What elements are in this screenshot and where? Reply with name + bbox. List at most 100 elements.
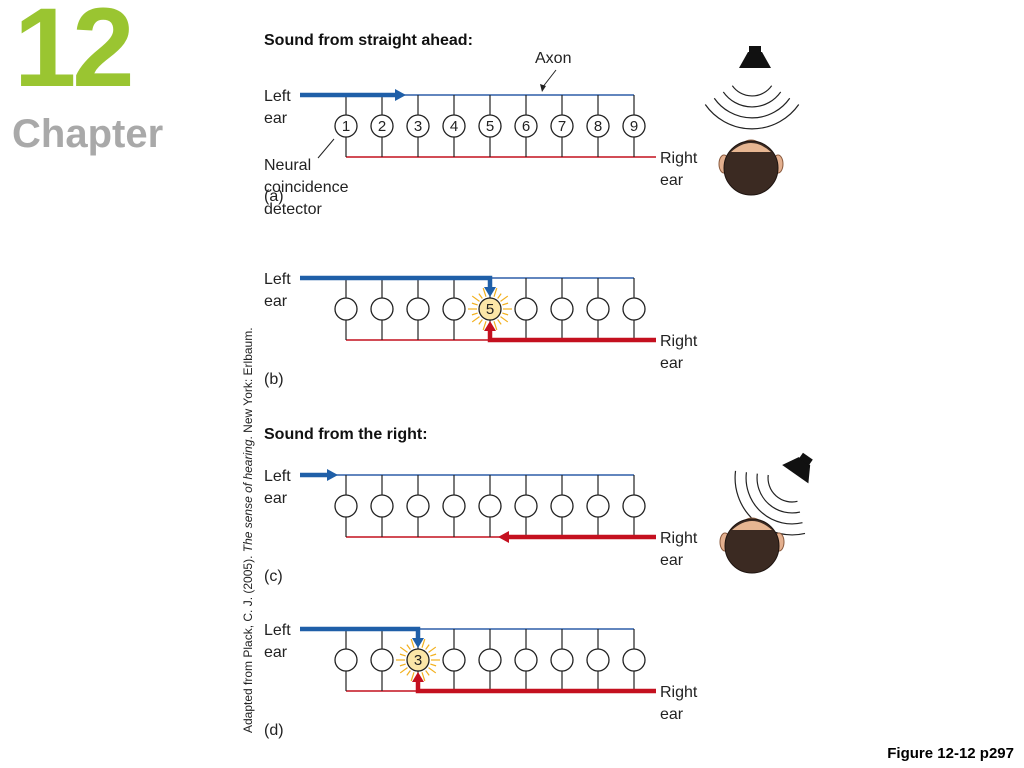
detector-cell: [622, 494, 646, 518]
coincidence-detector-2: 2: [370, 95, 394, 157]
coincidence-detector-2: [370, 278, 394, 340]
right-ear-label-2: ear: [660, 355, 684, 372]
burst-ray: [421, 672, 426, 682]
forehead-illustration: [732, 521, 772, 530]
sound-wave-arc: [731, 85, 773, 97]
speaker-icon: [782, 452, 813, 484]
left-ear-signal: [300, 469, 338, 481]
burst-ray: [502, 302, 509, 306]
burst-ray: [425, 644, 430, 650]
detector-number: 2: [378, 118, 386, 135]
panel-tag: (a): [264, 188, 284, 205]
detector-cell: [370, 648, 394, 672]
detector-number: 5: [486, 301, 494, 318]
right-ear-label: Right: [660, 530, 698, 547]
burst-ray: [493, 287, 498, 297]
listener-head: [718, 139, 784, 196]
detector-number: 9: [630, 118, 638, 135]
left-ear-signal: [300, 275, 496, 297]
right-ear-signal-shaft: [415, 680, 656, 694]
coincidence-detector-5: 5: [478, 95, 502, 157]
burst-ray: [471, 316, 480, 323]
detector-cell: [622, 297, 646, 321]
hair-illustration: [723, 140, 779, 196]
burst-ray: [428, 667, 437, 674]
detector-label-line-2: coincidence: [264, 179, 349, 196]
speaker-ahead: [704, 46, 800, 196]
burst-ray: [493, 321, 498, 331]
sound-wave-arc: [722, 91, 782, 108]
detector-number: 6: [522, 118, 530, 135]
detector-cell: [442, 648, 466, 672]
detector-cell: [586, 648, 610, 672]
hair-illustration: [724, 518, 780, 574]
left-ear-label-2: ear: [264, 293, 288, 310]
burst-ray: [482, 287, 487, 297]
coincidence-detector-9: [622, 278, 646, 340]
figure-reference: Figure 12-12 p297: [887, 745, 1014, 762]
panel-tag: (b): [264, 371, 284, 388]
left-ear-label-2: ear: [264, 110, 288, 127]
right-ear-signal-head: [412, 672, 424, 682]
detector-cell: [370, 297, 394, 321]
axon-label-group: Axon: [535, 50, 571, 92]
detector-cell: [406, 114, 430, 138]
detector-pointer: [317, 138, 335, 159]
coincidence-detector-7: [550, 629, 574, 691]
left-ear-signal-head: [412, 638, 424, 648]
detector-cell: [478, 297, 502, 321]
detector-cell: [406, 648, 430, 672]
left-ear-signal-head: [395, 89, 406, 101]
coincidence-detector-2: [370, 629, 394, 691]
speaker-cone: [739, 52, 771, 68]
right-ear-signal: [412, 672, 656, 694]
detector-cell: [478, 648, 502, 672]
detector-cell: [370, 114, 394, 138]
coincidence-detector-8: [586, 629, 610, 691]
coincidence-detector-3: [406, 475, 430, 537]
panel-tag: (c): [264, 568, 283, 585]
right-ear-signal-head: [484, 321, 496, 331]
right-ear-label: Right: [660, 684, 698, 701]
detector-cell: [514, 297, 538, 321]
detector-number: 4: [450, 118, 458, 135]
burst-ray: [471, 295, 480, 302]
coincidence-detector-3: 3: [396, 629, 440, 691]
right-ear-label-2: ear: [660, 172, 684, 189]
burst-ray: [399, 667, 408, 674]
detector-cell: [370, 494, 394, 518]
detector-label-group: Neural coincidence detector: [264, 138, 349, 218]
detector-cell: [514, 494, 538, 518]
sound-wave-arc: [745, 472, 803, 525]
right-ear-label-2: ear: [660, 552, 684, 569]
coincidence-detector-7: [550, 475, 574, 537]
detector-cell: [334, 114, 358, 138]
right-ear-signal-shaft: [487, 329, 656, 343]
coincidence-detector-4: [442, 475, 466, 537]
detector-cell: [334, 648, 358, 672]
detector-number: 1: [342, 118, 350, 135]
detector-cell: [586, 114, 610, 138]
right-ear-signal-head: [498, 531, 509, 543]
detector-cell: [550, 648, 574, 672]
detector-cell: [550, 114, 574, 138]
burst-ray: [428, 646, 437, 653]
detector-cell: [406, 494, 430, 518]
detector-cell: [586, 297, 610, 321]
left-ear-label: Left: [264, 622, 291, 639]
detector-number: 3: [414, 652, 422, 669]
detector-cell: [478, 114, 502, 138]
burst-ray: [406, 670, 411, 676]
firing-burst: [468, 287, 512, 331]
detector-cell: [550, 494, 574, 518]
coincidence-detector-8: [586, 475, 610, 537]
detector-number: 3: [414, 118, 422, 135]
coincidence-detector-9: [622, 475, 646, 537]
coincidence-detector-6: [514, 629, 538, 691]
